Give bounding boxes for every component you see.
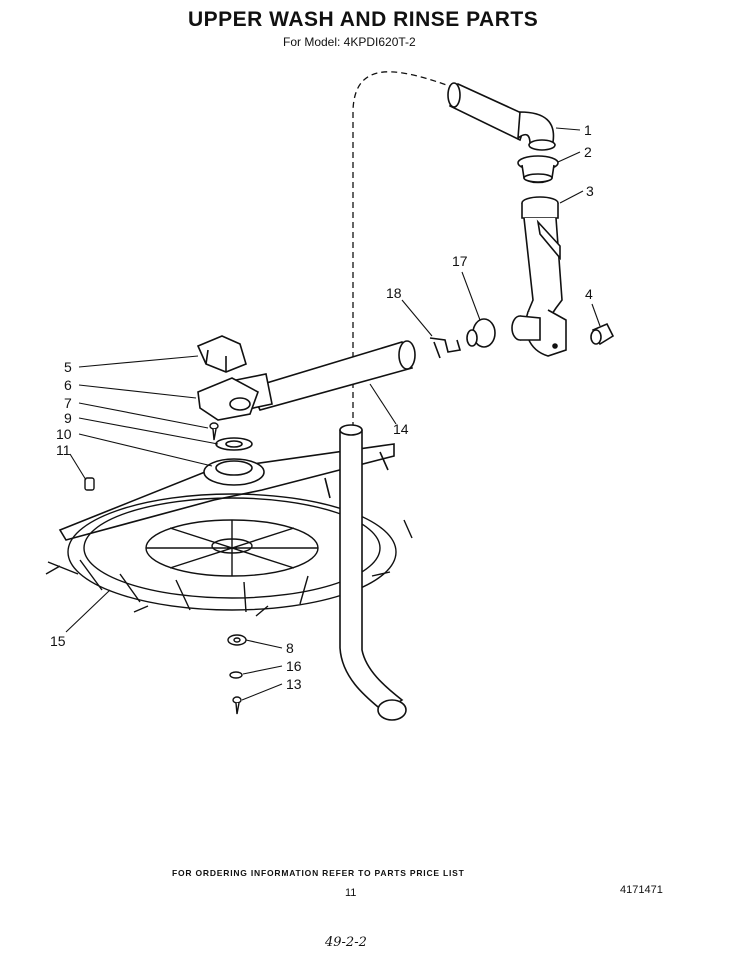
part-washer <box>227 634 247 646</box>
callout-17: 17 <box>452 253 468 269</box>
leader-3 <box>559 190 584 204</box>
page-number: 11 <box>345 887 357 899</box>
leader-9 <box>78 417 219 445</box>
part-screw-7 <box>209 422 219 441</box>
leader-10 <box>78 433 213 467</box>
ordering-note: FOR ORDERING INFORMATION REFER TO PARTS … <box>172 868 465 878</box>
part-spray-arm-tube <box>235 340 416 411</box>
part-cap <box>590 322 615 346</box>
part-vertical-fill-tube <box>339 424 407 721</box>
part-rack <box>45 493 413 617</box>
leader-13 <box>241 683 283 701</box>
supply-route-dashed-line <box>352 71 456 430</box>
callout-14: 14 <box>393 421 409 437</box>
part-spray-arm-mount <box>197 377 259 421</box>
document-number: 4171471 <box>620 884 663 896</box>
leader-6 <box>78 384 197 399</box>
callout-5: 5 <box>64 359 72 375</box>
callout-3: 3 <box>586 183 594 199</box>
callout-6: 6 <box>64 377 72 393</box>
leader-4 <box>591 303 601 327</box>
leader-lines <box>65 127 601 701</box>
part-mount-cover <box>196 335 247 373</box>
part-supply-manifold <box>511 196 567 357</box>
callout-11: 11 <box>56 442 71 458</box>
page-title: UPPER WASH AND RINSE PARTS <box>188 8 539 31</box>
leader-15 <box>65 589 111 633</box>
leader-7 <box>78 402 209 429</box>
leader-5 <box>78 355 199 368</box>
leader-17 <box>461 271 481 321</box>
handwritten-note: 49-2-2 <box>325 935 367 950</box>
model-subtitle: For Model: 4KPDI620T-2 <box>283 35 416 49</box>
callout-2: 2 <box>584 144 592 160</box>
leader-8 <box>245 639 283 649</box>
part-grommet <box>517 155 559 184</box>
part-small-washer <box>229 671 243 679</box>
callout-1: 1 <box>584 122 592 138</box>
callout-16: 16 <box>286 658 302 674</box>
part-nozzle-plug <box>84 477 95 491</box>
part-bearing <box>215 437 253 451</box>
part-supply-tube-elbow <box>447 82 556 151</box>
callout-7: 7 <box>64 395 72 411</box>
callout-10: 10 <box>56 426 72 442</box>
callout-4: 4 <box>585 286 593 302</box>
leader-1 <box>555 127 581 131</box>
leader-14 <box>369 383 397 425</box>
leader-2 <box>557 151 581 163</box>
part-screw-13 <box>232 696 242 715</box>
callout-15: 15 <box>50 633 66 649</box>
callout-8: 8 <box>286 640 294 656</box>
part-gasket <box>466 318 496 348</box>
callout-13: 13 <box>286 676 302 692</box>
part-clip <box>429 337 462 359</box>
leader-18 <box>401 299 433 337</box>
leader-16 <box>242 665 283 675</box>
callout-9: 9 <box>64 410 72 426</box>
leader-11 <box>69 453 87 481</box>
callout-18: 18 <box>386 285 402 301</box>
